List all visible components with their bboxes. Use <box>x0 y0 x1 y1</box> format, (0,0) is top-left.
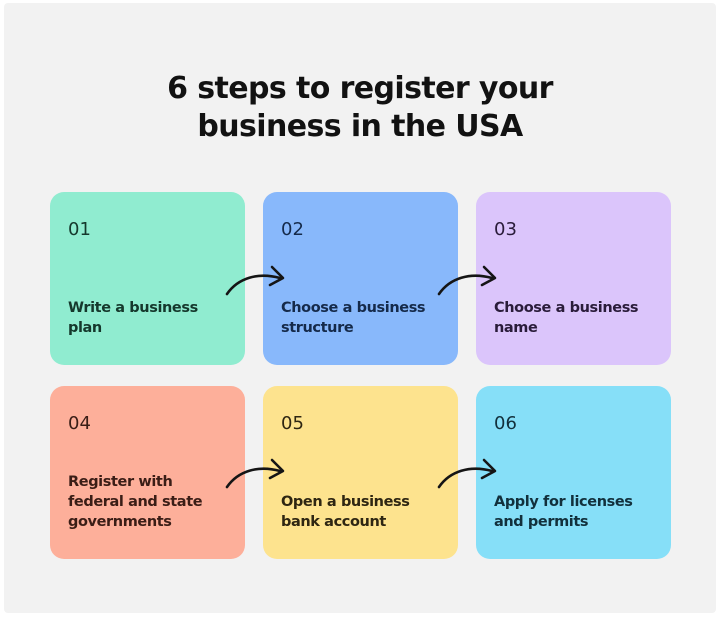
step-number: 01 <box>68 219 91 240</box>
curved-arrow-icon <box>436 262 502 302</box>
step-card-04: 04 Register with federal and state gover… <box>50 386 245 559</box>
step-label: Register with federal and state governme… <box>68 474 203 530</box>
curved-arrow-icon <box>224 262 290 302</box>
step-card-01: 01 Write a business plan <box>50 192 245 365</box>
title-line-2: business in the USA <box>197 109 523 144</box>
step-number: 05 <box>281 413 304 434</box>
step-card-06: 06 Apply for licenses and permits <box>476 386 671 559</box>
step-label: Choose a business structure <box>281 300 426 336</box>
step-number: 02 <box>281 219 304 240</box>
page-title: 6 steps to register your business in the… <box>0 70 720 146</box>
curved-arrow-icon <box>224 455 290 495</box>
step-label: Choose a business name <box>494 300 639 336</box>
title-line-1: 6 steps to register your <box>167 71 553 106</box>
step-card-03: 03 Choose a business name <box>476 192 671 365</box>
step-number: 03 <box>494 219 517 240</box>
curved-arrow-icon <box>436 455 502 495</box>
step-label: Apply for licenses and permits <box>494 494 633 530</box>
step-label: Open a business bank account <box>281 494 410 530</box>
step-number: 06 <box>494 413 517 434</box>
step-label: Write a business plan <box>68 300 198 336</box>
step-number: 04 <box>68 413 91 434</box>
step-card-05: 05 Open a business bank account <box>263 386 458 559</box>
step-card-02: 02 Choose a business structure <box>263 192 458 365</box>
